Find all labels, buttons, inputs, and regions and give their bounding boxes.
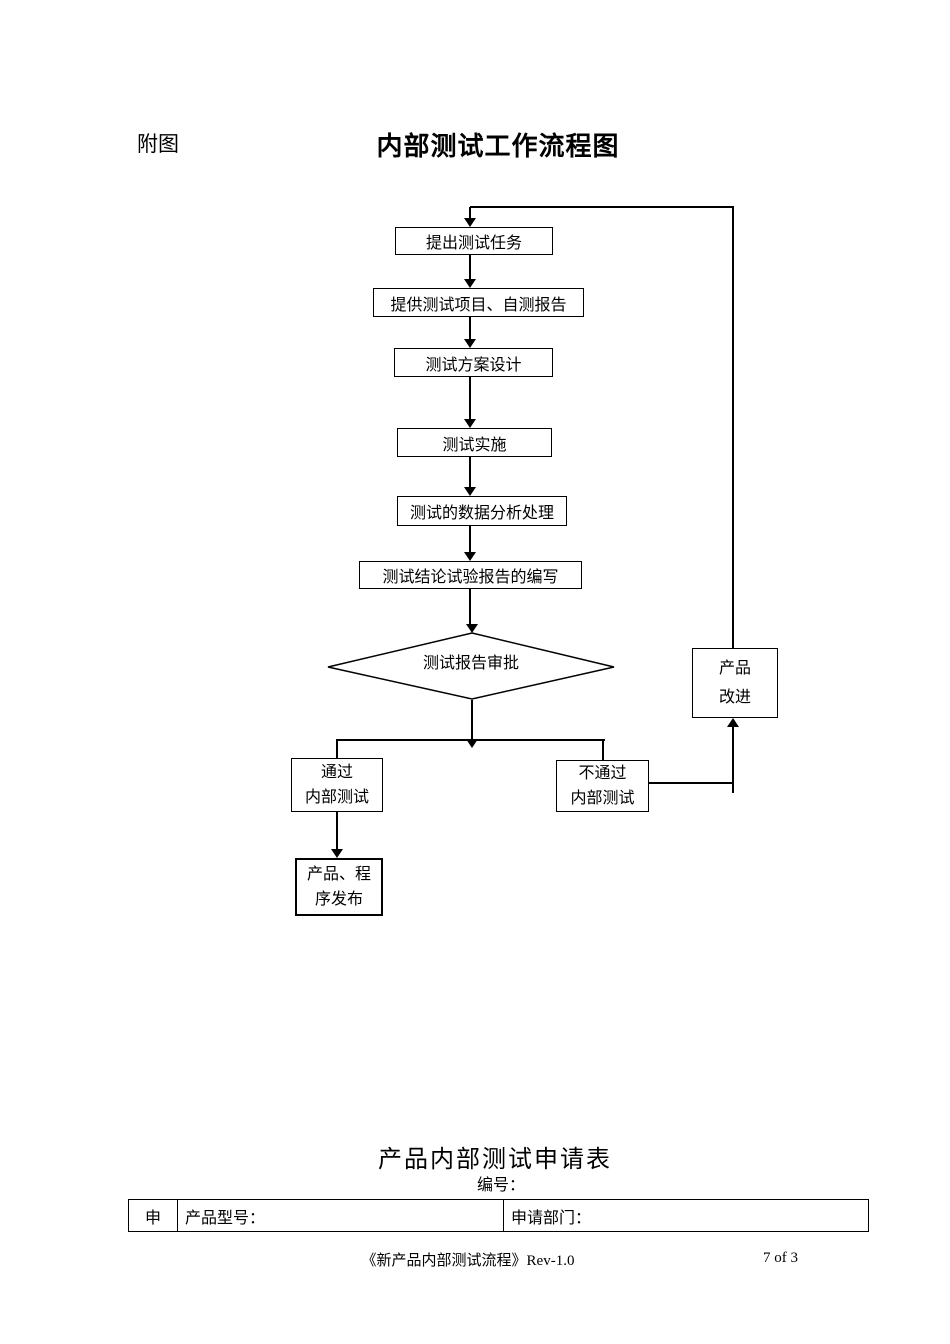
feedback-line-right xyxy=(732,206,734,648)
flow-step-improve: 产品 改进 xyxy=(692,648,778,718)
arrow-down-icon xyxy=(464,339,476,348)
flow-step-design: 测试方案设计 xyxy=(394,348,553,377)
flow-step-provide: 提供测试项目、自测报告 xyxy=(373,288,584,317)
branch-drop-pass xyxy=(336,739,338,758)
flow-step-label-line2: 序发布 xyxy=(314,891,363,908)
flow-step-label-line1: 不通过 xyxy=(578,765,627,782)
arrow-down-icon xyxy=(331,849,343,858)
flow-step-implement: 测试实施 xyxy=(397,428,552,457)
flow-step-label-line1: 通过 xyxy=(320,764,353,781)
flow-step-label: 提供测试项目、自测报告 xyxy=(390,296,567,314)
page-title: 内部测试工作流程图 xyxy=(376,132,620,161)
arrow-down-icon xyxy=(466,739,478,748)
table-cell-row-header: 申 xyxy=(128,1199,178,1232)
feedback-line-top xyxy=(470,206,734,208)
improve-up-line xyxy=(732,727,734,793)
flow-step-fail: 不通过 内部测试 xyxy=(556,760,649,812)
arrow-down-icon xyxy=(464,487,476,496)
arrow-down-icon xyxy=(464,279,476,288)
arrow-down-icon xyxy=(466,624,478,633)
connector-3 xyxy=(469,377,471,420)
flow-step-label: 测试实施 xyxy=(442,436,507,454)
connector-entry xyxy=(469,207,471,220)
flow-step-label: 测试结论试验报告的编写 xyxy=(382,569,559,586)
flow-step-label: 提出测试任务 xyxy=(425,235,522,252)
form-number-label: 编号： xyxy=(476,1177,525,1194)
connector-4 xyxy=(469,457,471,488)
flow-step-write-report: 测试结论试验报告的编写 xyxy=(359,561,582,589)
table-cell-product-model: 产品型号： xyxy=(177,1199,504,1232)
arrow-down-icon xyxy=(464,419,476,428)
footer-doc-reference: 《新产品内部测试流程》Rev-1.0 xyxy=(361,1253,575,1269)
flow-step-release: 产品、程 序发布 xyxy=(295,858,383,916)
figure-label: 附图 xyxy=(137,132,179,156)
connector-6 xyxy=(469,589,471,625)
connector-2 xyxy=(469,317,471,340)
arrow-up-icon xyxy=(727,718,739,727)
flow-decision-approval: 测试报告审批 xyxy=(325,625,617,697)
flow-step-label-line1: 产品 xyxy=(718,660,751,677)
flow-step-analyze: 测试的数据分析处理 xyxy=(397,496,567,526)
flow-step-label: 测试的数据分析处理 xyxy=(409,505,554,522)
connector-1 xyxy=(469,255,471,280)
fail-to-improve-line xyxy=(648,782,734,784)
flow-step-label: 测试方案设计 xyxy=(425,356,522,374)
form-title: 产品内部测试申请表 xyxy=(378,1147,612,1173)
flow-step-label-line2: 内部测试 xyxy=(570,790,635,807)
arrow-down-icon xyxy=(464,218,476,227)
flow-decision-label: 测试报告审批 xyxy=(422,655,519,672)
table-row: 申 产品型号： 申请部门： xyxy=(128,1199,869,1232)
arrow-down-icon xyxy=(464,552,476,561)
flow-step-propose: 提出测试任务 xyxy=(395,227,553,255)
flow-step-label-line2: 内部测试 xyxy=(304,789,369,806)
branch-drop-fail xyxy=(602,739,604,760)
connector-release xyxy=(336,812,338,850)
application-form-table: 申 产品型号： 申请部门： xyxy=(128,1199,869,1232)
connector-decision-out xyxy=(471,700,473,740)
flow-step-label-line1: 产品、程 xyxy=(306,866,371,883)
decision-diamond-shape xyxy=(327,632,615,700)
footer-page-indicator: 7 of 3 xyxy=(763,1250,798,1266)
connector-5 xyxy=(469,526,471,553)
flow-step-label-line2: 改进 xyxy=(718,689,751,706)
flow-step-pass: 通过 内部测试 xyxy=(291,758,383,812)
table-cell-apply-department: 申请部门： xyxy=(503,1199,869,1232)
